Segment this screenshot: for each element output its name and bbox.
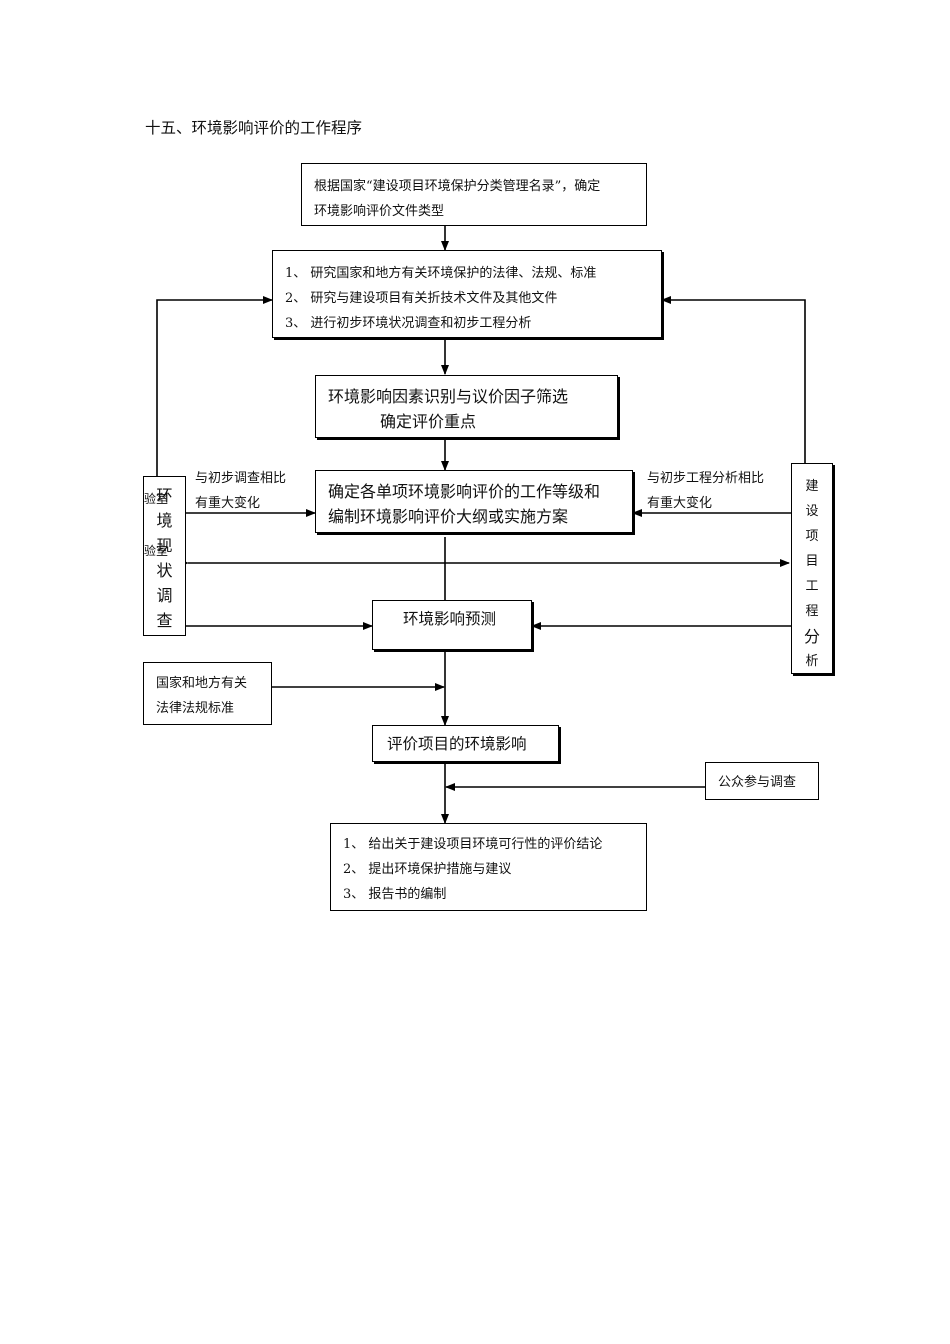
analysis-char-5: 工 xyxy=(805,579,819,594)
box-grade: 确定各单项环境影响评价的工作等级和 编制环境影响评价大纲或实施方案 xyxy=(315,470,633,533)
conclusion-item-3: 3、 报告书的编制 xyxy=(343,887,447,902)
box-predict: 环境影响预测 xyxy=(372,600,532,650)
laws-line1: 国家和地方有关 xyxy=(156,676,248,691)
grade-line2: 编制环境影响评价大纲或实施方案 xyxy=(328,507,569,526)
env-survey-char-6: 查 xyxy=(156,611,173,630)
research-item-3: 3、 进行初步环境状况调查和初步工程分析 xyxy=(285,316,532,331)
analysis-char-8: 析 xyxy=(805,654,819,669)
box-research: 1、 研究国家和地方有关环境保护的法律、法规、标准 2、 研究与建设项目有关折技… xyxy=(272,250,662,338)
box-evaluate: 评价项目的环境影响 xyxy=(372,725,559,762)
note-right-line1: 与初步工程分析相比 xyxy=(647,471,765,486)
identify-line2: 确定评价重点 xyxy=(380,412,477,431)
conclusion-item-2: 2、 提出环境保护措施与建议 xyxy=(343,862,512,877)
arrow-right-loop xyxy=(661,296,806,463)
analysis-char-3: 项 xyxy=(805,529,819,544)
arrow-left-loop xyxy=(156,296,273,476)
laws-line2: 法律法规标准 xyxy=(156,701,235,716)
box-file-type-line1: 根据国家“建设项目环境保护分类管理名录”，确定 xyxy=(314,179,601,194)
conclusion-item-1: 1、 给出关于建设项目环境可行性的评价结论 xyxy=(343,837,603,852)
box-laws: 国家和地方有关 法律法规标准 xyxy=(143,662,272,725)
note-left: 与初步调查相比 有重大变化 xyxy=(195,466,286,516)
predict-label: 环境影响预测 xyxy=(403,610,497,628)
public-label: 公众参与调查 xyxy=(718,775,797,790)
note-right: 与初步工程分析相比 有重大变化 xyxy=(647,466,764,516)
env-survey-char-5: 调 xyxy=(156,586,173,605)
box-identify: 环境影响因素识别与议价因子筛选 确定评价重点 xyxy=(315,375,618,438)
page-heading: 十五、环境影响评价的工作程序 xyxy=(145,119,363,137)
analysis-char-4: 目 xyxy=(805,554,819,569)
env-survey-char-3: 现 xyxy=(156,536,173,555)
evaluate-label: 评价项目的环境影响 xyxy=(387,735,527,753)
env-survey-overlay-2: 验室 xyxy=(144,544,169,558)
box-conclusion: 1、 给出关于建设项目环境可行性的评价结论 2、 提出环境保护措施与建议 3、 … xyxy=(330,823,647,911)
analysis-char-6: 程 xyxy=(805,604,819,619)
identify-line1: 环境影响因素识别与议价因子筛选 xyxy=(328,387,569,406)
env-survey-char-4: 状 xyxy=(156,561,173,580)
analysis-char-7: 分 xyxy=(803,627,820,646)
note-right-line2: 有重大变化 xyxy=(647,496,713,511)
env-survey-overlay-1: 验室 xyxy=(144,492,169,506)
grade-line1: 确定各单项环境影响评价的工作等级和 xyxy=(328,482,601,501)
box-file-type-line2: 环境影响评价文件类型 xyxy=(314,204,445,219)
env-survey-char-1: 环 xyxy=(156,486,173,505)
box-public: 公众参与调查 xyxy=(705,762,819,800)
analysis-char-1: 建 xyxy=(805,479,819,494)
analysis-char-2: 设 xyxy=(805,504,819,519)
box-env-survey: 环 境 现 状 调 查 xyxy=(143,476,186,636)
research-item-1: 1、 研究国家和地方有关环境保护的法律、法规、标准 xyxy=(285,266,597,281)
research-item-2: 2、 研究与建设项目有关折技术文件及其他文件 xyxy=(285,291,558,306)
box-file-type: 根据国家“建设项目环境保护分类管理名录”，确定 环境影响评价文件类型 xyxy=(301,163,647,226)
note-left-line1: 与初步调查相比 xyxy=(195,471,287,486)
box-project-analysis: 建 设 项 目 工 程 分 析 xyxy=(791,463,833,674)
note-left-line2: 有重大变化 xyxy=(195,496,261,511)
env-survey-char-2: 境 xyxy=(156,511,173,530)
